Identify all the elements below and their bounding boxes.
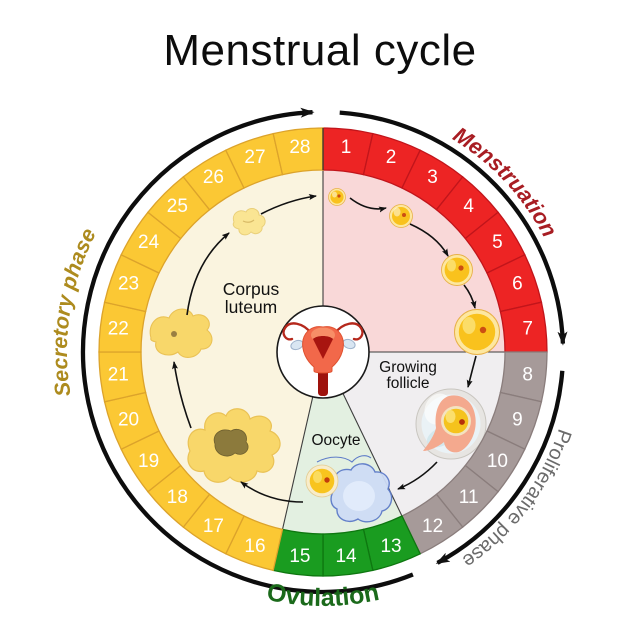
flow-arrow [349,197,387,213]
annotation-corpus-luteum: luteum [225,297,278,317]
released-oocyte-icon [309,468,335,494]
day-number-11: 11 [459,487,479,508]
day-number-6: 6 [512,273,523,294]
released-oocyte-icon [343,481,375,511]
direction-arrow-arc [80,107,414,595]
corpus-luteum-icon [171,331,177,337]
day-number-2: 2 [386,147,397,168]
follicle-icon [462,317,476,334]
day-number-7: 7 [522,318,533,339]
annotation-corpus-luteum: Corpus [223,279,280,299]
phase-boundary-line [281,394,314,532]
day-number-1: 1 [341,137,352,158]
phase-boundary-line [341,391,404,518]
follicle-icon [458,265,464,271]
day-number-20: 20 [118,410,139,431]
direction-arrow-arc [435,370,565,565]
day-number-17: 17 [203,516,224,537]
flow-arrow [186,232,230,316]
day-number-26: 26 [203,167,224,188]
corpus-luteum-icon [213,428,249,457]
follicle-icon [393,207,401,217]
day-number-9: 9 [512,410,523,431]
page-title: Menstrual cycle [163,26,477,75]
day-number-27: 27 [244,147,265,168]
follicle-icon [447,259,456,272]
day-number-24: 24 [138,232,160,253]
day-number-15: 15 [289,546,310,567]
released-oocyte-icon [313,471,322,483]
day-number-13: 13 [380,536,401,557]
day-number-12: 12 [422,516,443,537]
phase-label-secretory: Secretory phase [48,224,101,398]
annotation-growing-follicle: follicle [386,375,429,392]
released-oocyte-icon [316,455,372,463]
day-number-3: 3 [427,167,438,188]
day-number-19: 19 [138,451,159,472]
phase-label-ovulation: Ovulation [265,578,382,612]
follicle-icon [330,190,344,204]
corpus-luteum-icon [149,308,213,358]
day-number-22: 22 [108,318,129,339]
follicle-icon [402,213,406,217]
annotation-growing-follicle: Growing [379,359,437,376]
flow-arrow [260,194,317,215]
follicle-icon [458,313,496,351]
flow-arrow [466,355,477,388]
flow-arrow [397,461,438,490]
follicle-icon [479,326,487,334]
day-number-16: 16 [244,536,265,557]
corpus-luteum-icon [242,219,255,223]
follicle-icon [337,194,341,198]
day-number-8: 8 [522,365,533,386]
inner-region-menstruation [323,169,506,352]
flow-arrow [172,361,192,429]
flow-arrow [463,284,477,309]
follicle-icon [332,191,337,198]
day-number-14: 14 [335,546,357,567]
mature-follicle-icon [459,419,465,425]
day-number-10: 10 [487,451,508,472]
day-number-25: 25 [167,196,188,217]
day-number-23: 23 [118,273,139,294]
uterus-icon [282,322,364,396]
flow-arrow [240,481,304,503]
day-number-21: 21 [108,365,129,386]
released-oocyte-icon [324,477,330,483]
day-number-18: 18 [167,487,188,508]
direction-arrow-arc [339,110,568,346]
flow-arrow [409,223,449,257]
day-number-28: 28 [289,137,310,158]
annotation-oocyte: Oocyte [311,432,360,449]
day-number-4: 4 [463,196,474,217]
mature-follicle-icon [445,410,456,423]
day-number-5: 5 [492,232,503,253]
